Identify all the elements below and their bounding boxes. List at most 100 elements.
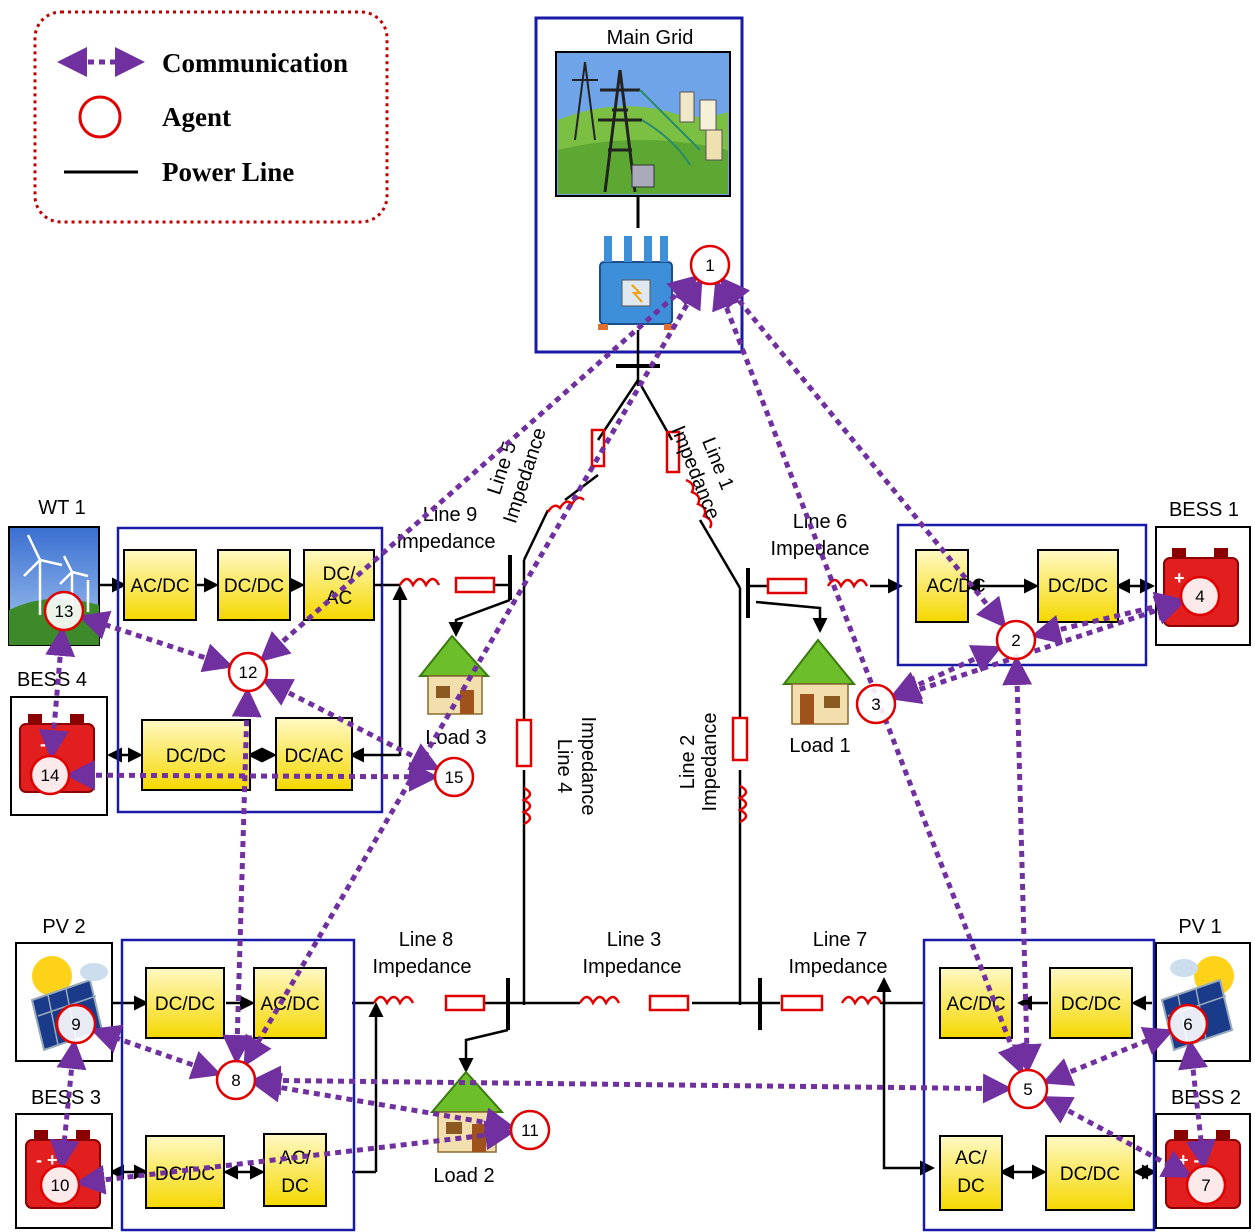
agent-12: 12 (227, 651, 269, 693)
comm-link-8-11 (250, 1072, 516, 1138)
wt1-dcac-converter: DC/ AC (303, 549, 375, 621)
bess1-label: BESS 1 (1169, 499, 1239, 521)
agent-15: 15 (433, 756, 475, 798)
house-icon (417, 634, 491, 715)
comm-link-6-7 (1178, 1038, 1216, 1171)
pv1-acdc-converter: AC/DC (939, 967, 1013, 1039)
svg-text:9: 9 (71, 1015, 80, 1034)
bess2-acdc-converter: AC/ DC (939, 1135, 1003, 1211)
svg-text:1: 1 (705, 256, 714, 275)
load3-label: Load 3 (425, 727, 486, 749)
wt1-dcdc-converter: DC/DC (217, 549, 291, 621)
comm-link-5-7 (1041, 1096, 1193, 1178)
agent-4: 4 (1179, 575, 1221, 617)
svg-text:5: 5 (1023, 1080, 1032, 1099)
svg-text:11: 11 (521, 1121, 539, 1140)
bess1-dcdc-converter: DC/DC (1037, 549, 1119, 623)
svg-text:8: 8 (231, 1071, 240, 1090)
line8-label: Line 8 (399, 929, 454, 951)
line2-impedance-label: Impedance (699, 713, 721, 812)
comm-link-12-13 (78, 610, 234, 673)
comm-link-14-15 (64, 760, 440, 792)
converter-arrows (196, 577, 1048, 1180)
bess4-dcac-converter: DC/AC (275, 717, 353, 791)
comm-link-2-5 (1002, 654, 1042, 1075)
svg-text:DC/DC: DC/DC (155, 994, 215, 1015)
legend: Communication Agent Power Line (33, 10, 389, 224)
line3-label: Line 3 (607, 929, 662, 951)
svg-text:6: 6 (1183, 1015, 1192, 1034)
agent-11: 11 (509, 1109, 551, 1151)
svg-text:AC/: AC/ (955, 1148, 987, 1169)
legend-communication-label: Communication (162, 48, 348, 78)
line7-label: Line 7 (813, 929, 868, 951)
svg-text:7: 7 (1201, 1176, 1210, 1195)
transformer-icon (598, 236, 674, 330)
svg-text:10: 10 (51, 1176, 70, 1195)
bess3-acdc-converter: AC/ DC (263, 1133, 327, 1207)
svg-text:DC: DC (281, 1176, 308, 1197)
load2-label: Load 2 (433, 1165, 494, 1187)
bess4-dcdc-converter: DC/DC (141, 719, 251, 791)
svg-text:AC/DC: AC/DC (260, 994, 319, 1015)
svg-text:AC/DC: AC/DC (130, 576, 189, 597)
svg-text:15: 15 (445, 768, 464, 787)
line2-label: Line 2 (677, 735, 699, 790)
power-lines (98, 330, 1157, 1180)
bess1-source: BESS 1 + - (1155, 499, 1251, 646)
comm-link-8-9 (90, 1024, 222, 1080)
communication-links (38, 274, 1216, 1195)
agent-8: 8 (215, 1059, 257, 1101)
comm-link-1-5 (712, 278, 1026, 1076)
bess4-label: BESS 4 (17, 669, 87, 691)
svg-text:2: 2 (1011, 631, 1020, 650)
svg-text:DC/DC: DC/DC (1048, 576, 1108, 597)
main-grid: Main Grid (534, 16, 744, 354)
line3-impedance-label: Impedance (583, 956, 682, 978)
agent-6: 6 (1167, 1003, 1209, 1045)
main-grid-landscape-icon (555, 51, 731, 197)
comm-link-5-8 (250, 1065, 1014, 1104)
svg-text:+ -: + - (1178, 1150, 1200, 1170)
line8-impedance-label: Impedance (373, 956, 472, 978)
svg-text:DC/DC: DC/DC (1061, 994, 1121, 1015)
pv1-label: PV 1 (1178, 916, 1221, 938)
comm-link-5-6 (1041, 1027, 1175, 1086)
legend-agent-label: Agent (162, 102, 231, 132)
svg-text:AC: AC (326, 588, 352, 609)
legend-power-line-label: Power Line (162, 157, 294, 187)
agent-1: 1 (689, 244, 731, 286)
agent-14: 14 (29, 754, 71, 796)
wt1-acdc-converter: AC/DC (123, 549, 197, 621)
pv2-label: PV 2 (42, 916, 85, 938)
comm-link-2-3 (889, 645, 1003, 699)
load3: Load 3 (417, 634, 491, 749)
comm-link-3-4 (890, 596, 1186, 704)
comm-link-13-14 (38, 625, 76, 761)
agent-10: 10 (39, 1164, 81, 1206)
pv2-dcdc-converter: DC/DC (145, 967, 225, 1039)
comm-link-12-15 (261, 678, 441, 771)
line9-impedance-label: Impedance (397, 531, 496, 553)
agent-9: 9 (55, 1003, 97, 1045)
legend-agent-symbol (78, 95, 122, 139)
line6-label: Line 6 (793, 511, 848, 533)
bess2-dcdc-converter: DC/DC (1045, 1135, 1135, 1211)
bess2-label: BESS 2 (1171, 1087, 1241, 1109)
svg-text:14: 14 (41, 766, 60, 785)
svg-text:DC/DC: DC/DC (166, 746, 226, 767)
agent-2: 2 (995, 619, 1037, 661)
house-icon (781, 638, 857, 725)
agent-5: 5 (1007, 1068, 1049, 1110)
load2: Load 2 (429, 1070, 505, 1187)
svg-text:13: 13 (55, 602, 74, 621)
line9-label: Line 9 (423, 504, 478, 526)
svg-text:DC: DC (957, 1176, 984, 1197)
comm-link-8-12 (222, 686, 262, 1066)
svg-text:DC/DC: DC/DC (224, 576, 284, 597)
wind-turbine-icon (23, 534, 90, 615)
wt1-label: WT 1 (38, 497, 85, 519)
comm-link-10-11 (74, 1120, 516, 1195)
svg-text:DC/AC: DC/AC (284, 746, 343, 767)
